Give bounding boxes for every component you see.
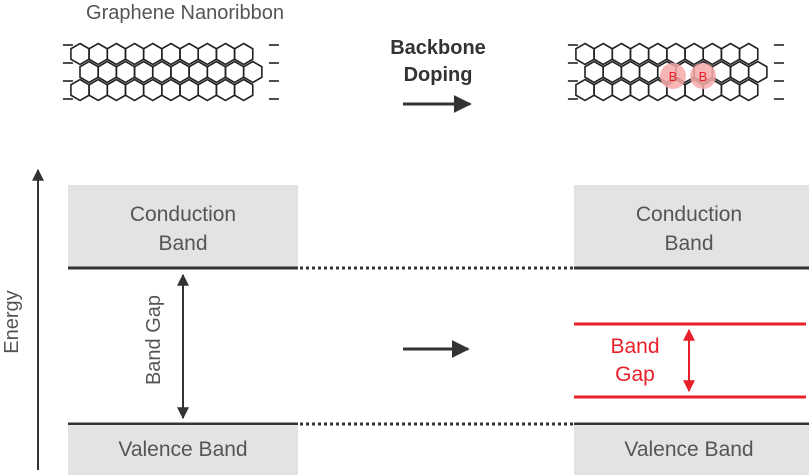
valence-band-label: Valence Band	[118, 438, 247, 461]
hexagon-ring	[647, 42, 668, 66]
hexagon-ring	[79, 60, 99, 84]
hexagon-ring	[702, 42, 723, 66]
hexagon-ring	[161, 78, 181, 102]
hexagon-ring	[638, 60, 659, 84]
hexagon-ring	[224, 60, 245, 84]
process-label-line1: Backbone	[390, 37, 486, 59]
doped-nanoribbon-structure	[567, 42, 784, 102]
hexagon-ring	[611, 78, 632, 102]
reduced-band-gap-label-line1: Band	[610, 335, 659, 358]
hexagon-ring	[106, 78, 127, 102]
boron-dopant-1: B	[660, 63, 686, 89]
hexagon-ring	[133, 60, 154, 84]
hexagon-ring	[738, 78, 759, 102]
conduction-band-label-line2: Band	[158, 232, 207, 255]
hexagon-ring	[197, 42, 218, 66]
hexagon-ring	[593, 42, 614, 66]
hexagon-ring	[666, 42, 686, 66]
doped-conduction-band-box	[574, 185, 809, 268]
hexagon-ring	[611, 42, 632, 66]
hexagon-ring	[88, 78, 109, 102]
hexagon-ring	[106, 42, 127, 66]
hexagon-ring	[161, 42, 181, 66]
ribbon-title: Graphene Nanoribbon	[86, 2, 284, 24]
hexagon-ring	[747, 60, 768, 84]
valence-band-box	[68, 425, 298, 475]
hexagon-ring	[179, 42, 200, 66]
boron-dopant-2: B	[690, 63, 716, 89]
hexagon-ring	[197, 78, 218, 102]
hexagon-ring	[70, 78, 90, 102]
hexagon-ring	[124, 42, 145, 66]
hexagon-ring	[602, 60, 623, 84]
doped-conduction-band-label-line1: Conduction	[636, 203, 742, 226]
hexagon-ring	[738, 42, 759, 66]
hexagon-ring	[188, 60, 209, 84]
hexagon-ring	[70, 42, 90, 66]
hexagon-ring	[170, 60, 190, 84]
hexagon-ring	[584, 60, 604, 84]
hexagon-ring	[593, 78, 614, 102]
conduction-band-label-line1: Conduction	[130, 203, 236, 226]
hexagon-ring	[115, 60, 136, 84]
doped-valence-band-box	[574, 425, 809, 475]
boron-symbol: B	[669, 69, 678, 84]
hexagon-ring	[720, 78, 741, 102]
pristine-nanoribbon-structure	[62, 42, 279, 102]
hexagon-ring	[215, 42, 236, 66]
hexagon-ring	[242, 60, 263, 84]
hexagon-ring	[88, 42, 109, 66]
hexagon-ring	[142, 42, 163, 66]
doped-valence-band-label: Valence Band	[624, 438, 753, 461]
energy-axis-label: Energy	[1, 290, 23, 353]
hexagon-ring	[206, 60, 227, 84]
hexagon-ring	[142, 78, 163, 102]
conduction-band-box	[68, 185, 298, 268]
boron-symbol: B	[699, 69, 708, 84]
hexagon-ring	[233, 42, 254, 66]
band-gap-label: Band Gap	[143, 295, 165, 385]
hexagon-ring	[620, 60, 641, 84]
hexagon-ring	[124, 78, 145, 102]
hexagon-ring	[151, 60, 172, 84]
hexagon-ring	[629, 78, 650, 102]
reduced-band-gap-label-line2: Gap	[615, 363, 655, 386]
hexagon-ring	[720, 42, 741, 66]
hexagon-ring	[575, 78, 595, 102]
hexagon-ring	[684, 42, 705, 66]
process-label-line2: Doping	[404, 64, 473, 86]
hexagon-ring	[215, 78, 236, 102]
hexagon-ring	[179, 78, 200, 102]
hexagon-ring	[97, 60, 118, 84]
hexagon-ring	[233, 78, 254, 102]
hexagon-ring	[729, 60, 750, 84]
hexagon-ring	[575, 42, 595, 66]
doped-conduction-band-label-line2: Band	[664, 232, 713, 255]
hexagon-ring	[629, 42, 650, 66]
